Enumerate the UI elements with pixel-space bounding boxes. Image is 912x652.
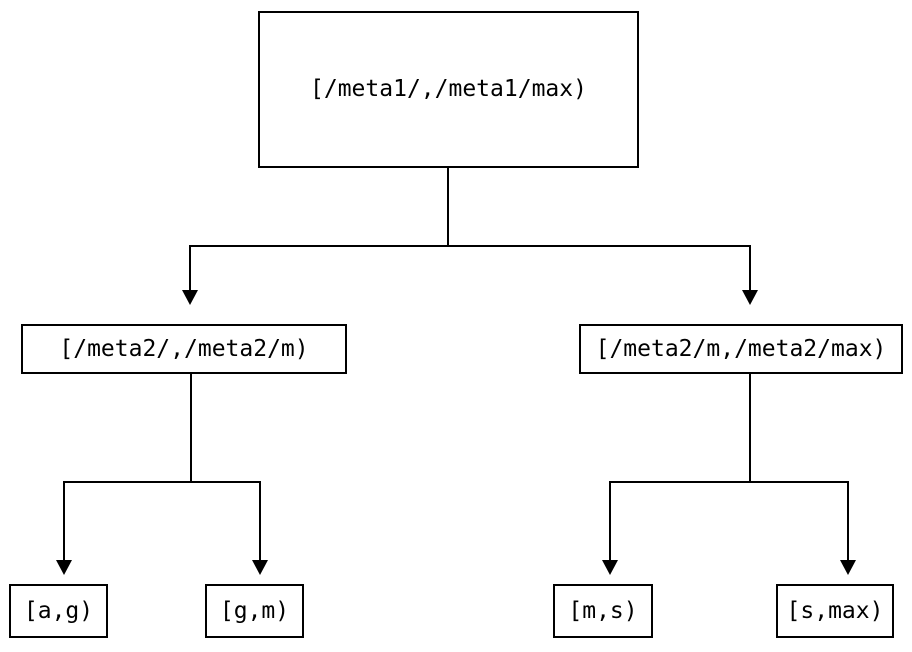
edge-mid-right-to-leaf-4 bbox=[847, 481, 849, 560]
tree-node-leaf-2[interactable]: [g,m) bbox=[205, 584, 304, 638]
tree-node-leaf-4-label: [s,max) bbox=[786, 597, 884, 624]
edge-mid-right-bar bbox=[609, 481, 849, 483]
arrowhead-mid-left-to-leaf-1 bbox=[56, 560, 72, 575]
tree-node-mid-right-label: [/meta2/m,/meta2/max) bbox=[595, 335, 887, 362]
edge-mid-left-stem bbox=[190, 374, 192, 482]
arrowhead-root-to-mid-right bbox=[742, 290, 758, 305]
edge-mid-left-to-leaf-2 bbox=[259, 481, 261, 560]
edge-mid-left-to-leaf-1 bbox=[63, 481, 65, 560]
arrowhead-root-to-mid-left bbox=[182, 290, 198, 305]
edge-root-bar bbox=[189, 245, 750, 247]
edge-root-to-mid-left bbox=[189, 245, 191, 290]
edge-mid-right-stem bbox=[749, 374, 751, 482]
tree-node-leaf-3[interactable]: [m,s) bbox=[553, 584, 653, 638]
tree-node-leaf-1[interactable]: [a,g) bbox=[9, 584, 108, 638]
edge-root-stem bbox=[447, 167, 449, 246]
edge-mid-left-bar bbox=[63, 481, 261, 483]
tree-node-root[interactable]: [/meta1/,/meta1/max) bbox=[258, 11, 639, 168]
tree-node-leaf-2-label: [g,m) bbox=[219, 597, 290, 624]
tree-node-mid-left-label: [/meta2/,/meta2/m) bbox=[59, 335, 309, 362]
tree-node-mid-left[interactable]: [/meta2/,/meta2/m) bbox=[21, 324, 347, 374]
edge-mid-right-to-leaf-3 bbox=[609, 481, 611, 560]
tree-node-leaf-1-label: [a,g) bbox=[23, 597, 94, 624]
tree-node-leaf-4[interactable]: [s,max) bbox=[776, 584, 894, 638]
tree-node-root-label: [/meta1/,/meta1/max) bbox=[310, 76, 587, 102]
tree-node-mid-right[interactable]: [/meta2/m,/meta2/max) bbox=[579, 324, 903, 374]
arrowhead-mid-left-to-leaf-2 bbox=[252, 560, 268, 575]
tree-node-leaf-3-label: [m,s) bbox=[568, 597, 638, 624]
arrowhead-mid-right-to-leaf-3 bbox=[602, 560, 618, 575]
edge-root-to-mid-right bbox=[749, 245, 751, 290]
arrowhead-mid-right-to-leaf-4 bbox=[840, 560, 856, 575]
